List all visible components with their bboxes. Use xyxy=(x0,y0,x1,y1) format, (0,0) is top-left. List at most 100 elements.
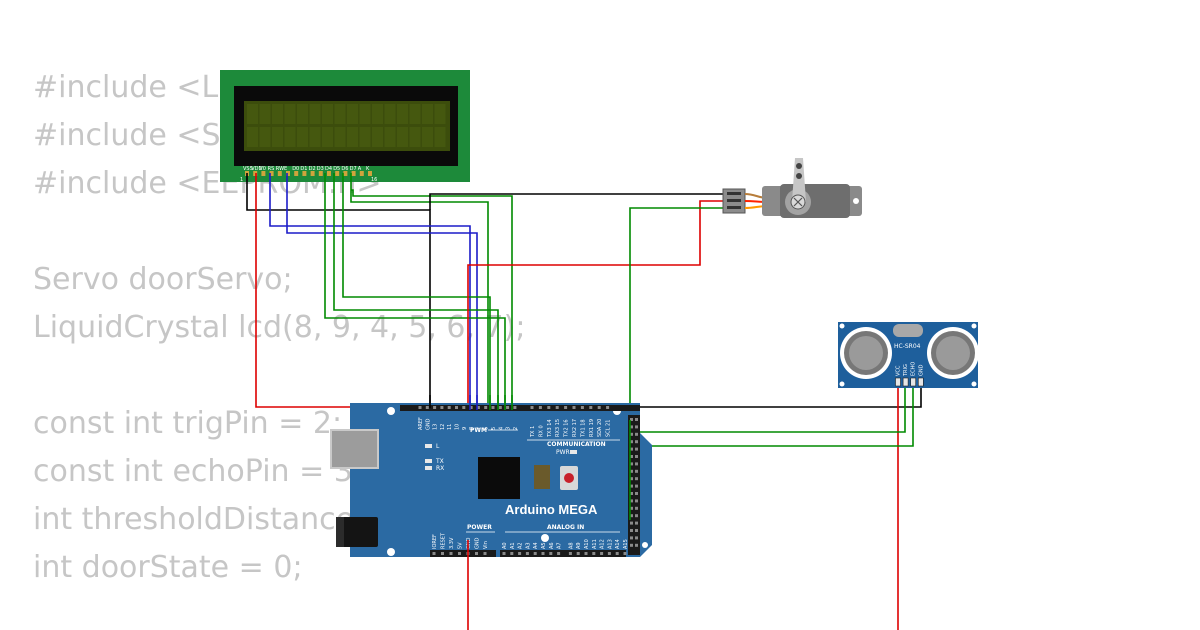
header-pin[interactable] xyxy=(630,484,633,488)
header-pin[interactable] xyxy=(630,477,633,481)
ultrasonic-pin[interactable] xyxy=(917,377,924,387)
header-pin[interactable] xyxy=(538,406,542,409)
header-pin[interactable] xyxy=(549,552,553,555)
header-pin[interactable] xyxy=(635,462,638,466)
header-pin[interactable] xyxy=(630,440,633,444)
header-pin[interactable] xyxy=(635,492,638,495)
usb-port[interactable] xyxy=(330,429,379,469)
header-pin[interactable] xyxy=(623,552,627,555)
header-pin[interactable] xyxy=(635,506,638,510)
lcd-pin[interactable] xyxy=(335,171,340,176)
header-pin[interactable] xyxy=(475,552,478,555)
wire-lcd-d6[interactable] xyxy=(342,173,491,408)
header-pin[interactable] xyxy=(635,469,638,473)
servo-motor[interactable] xyxy=(722,158,862,218)
header-pin[interactable] xyxy=(418,406,422,409)
header-pin[interactable] xyxy=(630,521,633,525)
ultrasonic-pin[interactable] xyxy=(910,377,917,387)
wire-lcd-rs[interactable] xyxy=(269,173,471,408)
lcd-pin[interactable] xyxy=(343,171,348,176)
header-pin[interactable] xyxy=(635,536,638,540)
wire-servo-vcc[interactable] xyxy=(467,200,725,630)
header-pin[interactable] xyxy=(518,552,522,555)
header-pin[interactable] xyxy=(576,552,580,555)
header-pin[interactable] xyxy=(615,552,619,555)
header-pin[interactable] xyxy=(630,418,633,421)
lcd-pin[interactable] xyxy=(269,171,274,176)
header-pin[interactable] xyxy=(433,406,437,409)
header-pin[interactable] xyxy=(630,506,633,510)
header-pin[interactable] xyxy=(440,406,444,409)
header-pin[interactable] xyxy=(635,418,638,421)
header-pin[interactable] xyxy=(564,406,568,409)
header-pin[interactable] xyxy=(630,529,633,532)
header-pin[interactable] xyxy=(630,455,633,458)
reset-button-cap[interactable] xyxy=(564,473,574,483)
lcd-pin[interactable] xyxy=(261,171,266,176)
lcd-pin[interactable] xyxy=(318,171,323,176)
ultrasonic-pin[interactable] xyxy=(902,377,909,387)
header-pin[interactable] xyxy=(483,552,487,555)
header-pin[interactable] xyxy=(469,406,473,409)
header-pin[interactable] xyxy=(432,552,436,555)
header-pin[interactable] xyxy=(635,529,638,532)
header-pin[interactable] xyxy=(572,406,576,409)
header-pin[interactable] xyxy=(635,455,638,458)
header-pin[interactable] xyxy=(513,406,517,409)
header-pin[interactable] xyxy=(425,406,429,409)
wire-lcd-d4[interactable] xyxy=(324,173,506,408)
lcd-pin[interactable] xyxy=(368,171,372,176)
header-pin[interactable] xyxy=(630,492,633,495)
header-pin[interactable] xyxy=(635,514,638,518)
header-pin[interactable] xyxy=(547,406,551,409)
header-pin[interactable] xyxy=(635,440,638,444)
wire-servo-gnd[interactable] xyxy=(429,193,725,210)
header-pin[interactable] xyxy=(584,552,588,555)
header-pin[interactable] xyxy=(447,406,451,409)
lcd-pin[interactable] xyxy=(286,171,290,176)
lcd-pin[interactable] xyxy=(327,171,331,176)
header-pin[interactable] xyxy=(498,406,502,409)
header-pin[interactable] xyxy=(630,514,633,518)
header-pin[interactable] xyxy=(630,469,633,473)
header-pin[interactable] xyxy=(592,552,596,555)
lcd-pin[interactable] xyxy=(302,171,307,176)
header-pin[interactable] xyxy=(533,552,537,555)
arduino-mega[interactable]: L TX RX PWR Arduino MEGA PWM COMMUNICATI… xyxy=(330,403,652,557)
wire-lcd-e[interactable] xyxy=(286,173,478,408)
header-pin[interactable] xyxy=(635,543,638,547)
header-pin[interactable] xyxy=(458,552,461,555)
servo-horn[interactable] xyxy=(792,158,806,202)
header-pin[interactable] xyxy=(635,484,638,488)
header-pin[interactable] xyxy=(606,406,610,409)
header-pin[interactable] xyxy=(630,536,633,540)
header-pin[interactable] xyxy=(491,406,495,409)
header-pin[interactable] xyxy=(635,425,638,429)
header-pin[interactable] xyxy=(568,552,572,555)
lcd-pin[interactable] xyxy=(277,171,282,176)
wire-lcd-vdd-5v[interactable] xyxy=(255,173,405,408)
header-pin[interactable] xyxy=(635,521,638,525)
header-pin[interactable] xyxy=(630,499,633,503)
ultrasonic-pin[interactable] xyxy=(895,377,901,387)
lcd-pin[interactable] xyxy=(351,171,356,176)
header-pin[interactable] xyxy=(449,552,453,555)
header-pin[interactable] xyxy=(541,552,545,555)
lcd-pin[interactable] xyxy=(294,171,299,176)
header-pin[interactable] xyxy=(530,406,534,409)
wire-lcd-d-extra[interactable] xyxy=(351,189,513,408)
header-pin[interactable] xyxy=(600,552,604,555)
lcd-pin[interactable] xyxy=(359,171,364,176)
header-pin[interactable] xyxy=(506,406,510,409)
power-jack[interactable] xyxy=(336,517,378,547)
header-pin[interactable] xyxy=(455,406,458,409)
header-pin[interactable] xyxy=(484,406,488,409)
header-pin[interactable] xyxy=(630,425,633,429)
header-pin[interactable] xyxy=(630,543,633,547)
header-pin[interactable] xyxy=(462,406,466,409)
header-pin[interactable] xyxy=(502,552,506,555)
wire-lcd-vss-gnd[interactable] xyxy=(246,173,431,408)
header-pin[interactable] xyxy=(580,406,584,409)
